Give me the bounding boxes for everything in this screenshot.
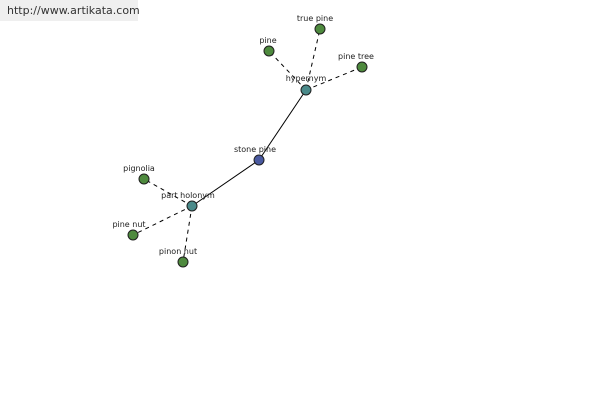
node-label-pine: pine [259, 36, 276, 45]
node-label-hypernym: hypernym [286, 74, 327, 83]
edge-part-holonym-to-pinon-nut [182, 205, 193, 263]
edges-layer [132, 28, 363, 263]
node-label-pine-nut: pine nut [112, 220, 145, 229]
node-label-part-holonym: part holonym [161, 191, 215, 200]
node-label-pine-tree: pine tree [338, 52, 374, 61]
node-part-holonym[interactable] [186, 200, 198, 212]
node-true-pine[interactable] [314, 23, 326, 35]
edge-hypernym-to-true-pine [305, 28, 321, 91]
node-label-true-pine: true pine [297, 14, 333, 23]
node-label-pinon-nut: pinon nut [159, 247, 197, 256]
edge-hypernym-to-pine-tree [305, 66, 363, 91]
edge-hypernym-to-pine [268, 50, 307, 91]
node-hypernym[interactable] [300, 84, 312, 96]
node-stone-pine[interactable] [253, 154, 265, 166]
source-url-label[interactable]: http://www.artikata.com [0, 0, 140, 21]
node-pinon-nut[interactable] [177, 256, 189, 268]
edge-stone-pine-to-hypernym [258, 89, 307, 161]
node-pine[interactable] [263, 45, 275, 57]
edge-part-holonym-to-pignolia [143, 178, 193, 207]
node-label-pignolia: pignolia [123, 164, 155, 173]
node-label-stone-pine: stone pine [234, 145, 276, 154]
node-pignolia[interactable] [138, 173, 150, 185]
nodes-layer [127, 23, 368, 268]
edge-part-holonym-to-pine-nut [132, 205, 193, 236]
node-pine-tree[interactable] [356, 61, 368, 73]
edge-stone-pine-to-part-holonym [191, 159, 260, 207]
node-pine-nut[interactable] [127, 229, 139, 241]
labels-layer: stone pine hypernym part holonym pine true p… [112, 14, 374, 256]
